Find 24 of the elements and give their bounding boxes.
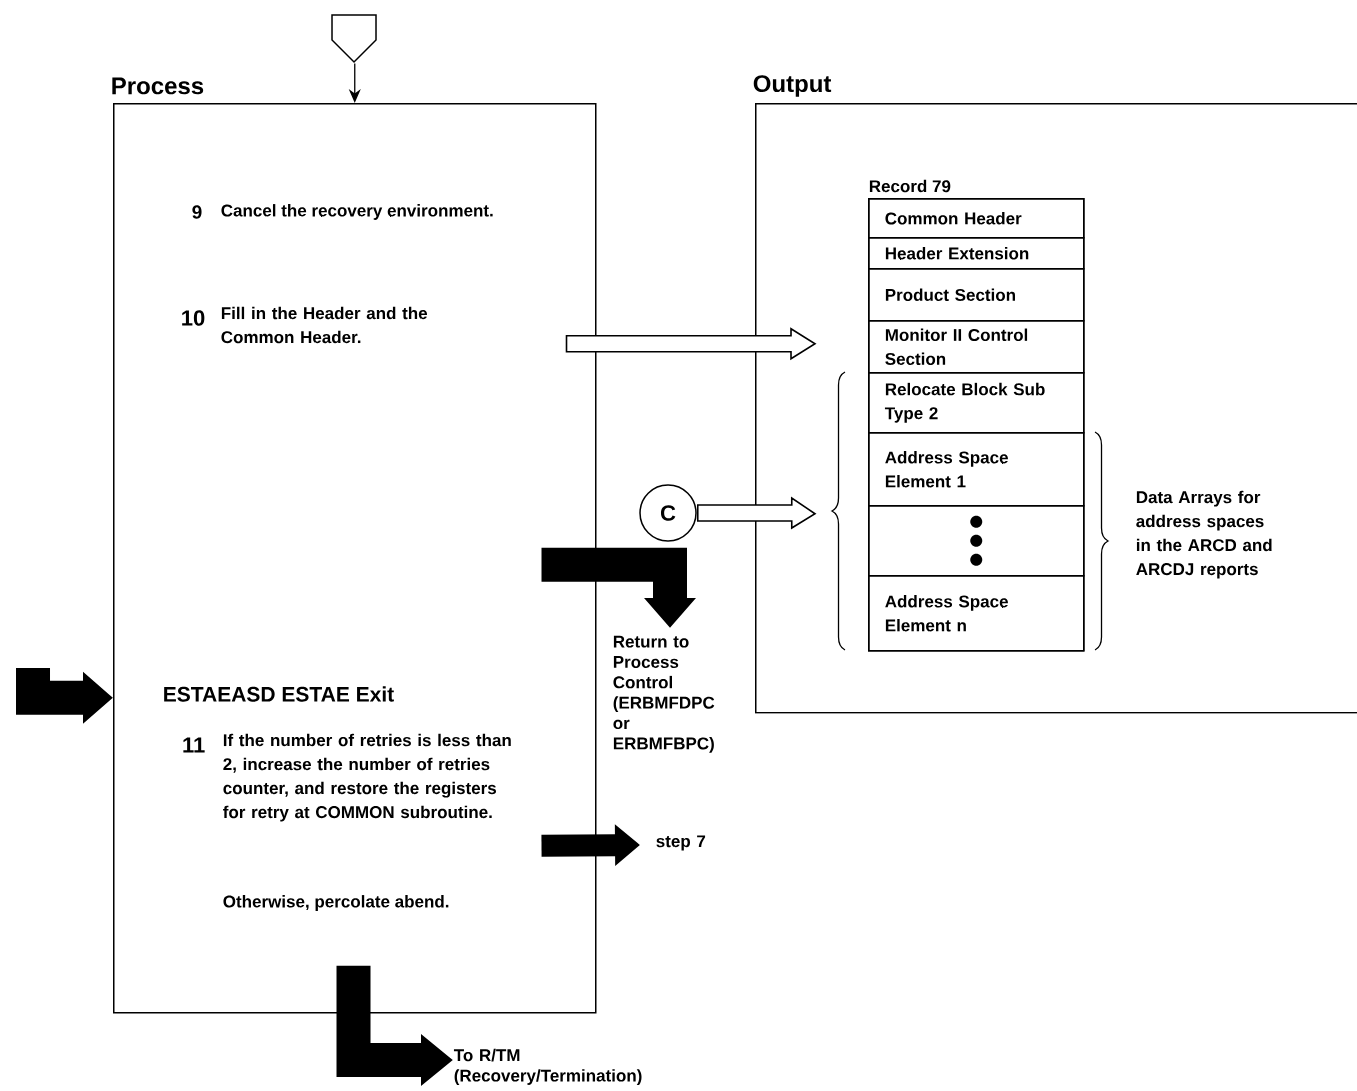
note-text: Return to Process Control (ERBMFDPC or ERBMFBPC)	[613, 635, 715, 753]
note-text: To R/TM (Recovery/Termination)	[453, 1048, 642, 1085]
table-row: Relocate Block Sub Type 2	[868, 372, 1085, 434]
table-row: Common Header	[868, 198, 1085, 239]
step-number: 10	[182, 310, 205, 326]
step-number: 9	[192, 205, 202, 219]
note-text: step 7	[656, 835, 706, 851]
table-row: Monitor II Control Section	[868, 320, 1085, 374]
table-row: Address Space Element 1	[868, 432, 1085, 507]
step-text: Fill in the Header and the Common Header.	[221, 306, 428, 344]
table-row: Product Section	[868, 268, 1085, 322]
step-text: Cancel the recovery environment.	[221, 204, 493, 220]
brace-note: Data Arrays for address spaces in the ARCD and ARCDJ reports	[1136, 490, 1272, 579]
node-label: Output	[753, 75, 832, 97]
table-row: Address Space Element n	[868, 575, 1085, 652]
step-text: If the number of retries is less than 2, increase the number of retries counter, and restore the registers for retry at COMMON subroutine.	[223, 733, 511, 822]
hollow-arrow	[565, 327, 817, 361]
table-row: Header Extension	[868, 237, 1085, 270]
off-page-connector	[331, 14, 377, 64]
step-text: Otherwise, percolate abend.	[223, 895, 449, 911]
step-number: 11	[183, 737, 205, 753]
node-label: Record 79	[869, 179, 951, 193]
hollow-arrow	[696, 496, 817, 530]
section-heading: ESTAEASD ESTAE Exit	[164, 686, 394, 702]
